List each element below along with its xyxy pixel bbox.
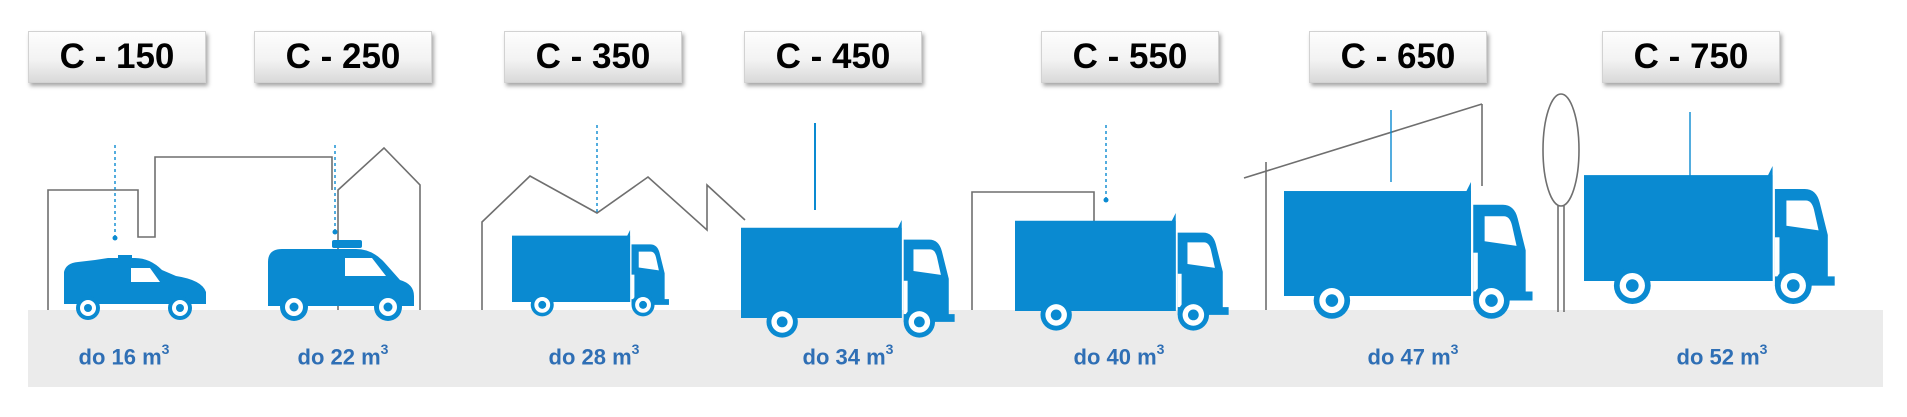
capacity-label-c250: do 22 m3: [297, 341, 389, 370]
truck-icon: [1584, 166, 1835, 304]
capacity-label-c650: do 47 m3: [1367, 341, 1459, 370]
building-outline-1: [47, 146, 421, 310]
van-icon: [268, 240, 414, 321]
model-label-c350: C - 350: [504, 31, 682, 83]
truck-icon: [1284, 182, 1533, 319]
building-outline-3: [481, 175, 746, 310]
capacity-label-c150: do 16 m3: [78, 341, 170, 370]
model-label-c250: C - 250: [254, 31, 432, 83]
model-label-c650: C - 650: [1309, 31, 1487, 83]
truck-icon: [512, 230, 669, 317]
model-label-c450: C - 450: [744, 31, 922, 83]
capacity-label-c450: do 34 m3: [802, 341, 894, 370]
building-outline-6: [1243, 103, 1483, 310]
capacity-label-c550: do 40 m3: [1073, 341, 1165, 370]
model-label-c750: C - 750: [1602, 31, 1780, 83]
capacity-label-c750: do 52 m3: [1676, 341, 1768, 370]
car-icon: [64, 255, 206, 320]
ground-strip: [28, 310, 1883, 387]
model-label-c150: C - 150: [28, 31, 206, 83]
capacity-label-c350: do 28 m3: [548, 341, 640, 370]
road-sign: [1542, 93, 1580, 312]
model-label-c550: C - 550: [1041, 31, 1219, 83]
